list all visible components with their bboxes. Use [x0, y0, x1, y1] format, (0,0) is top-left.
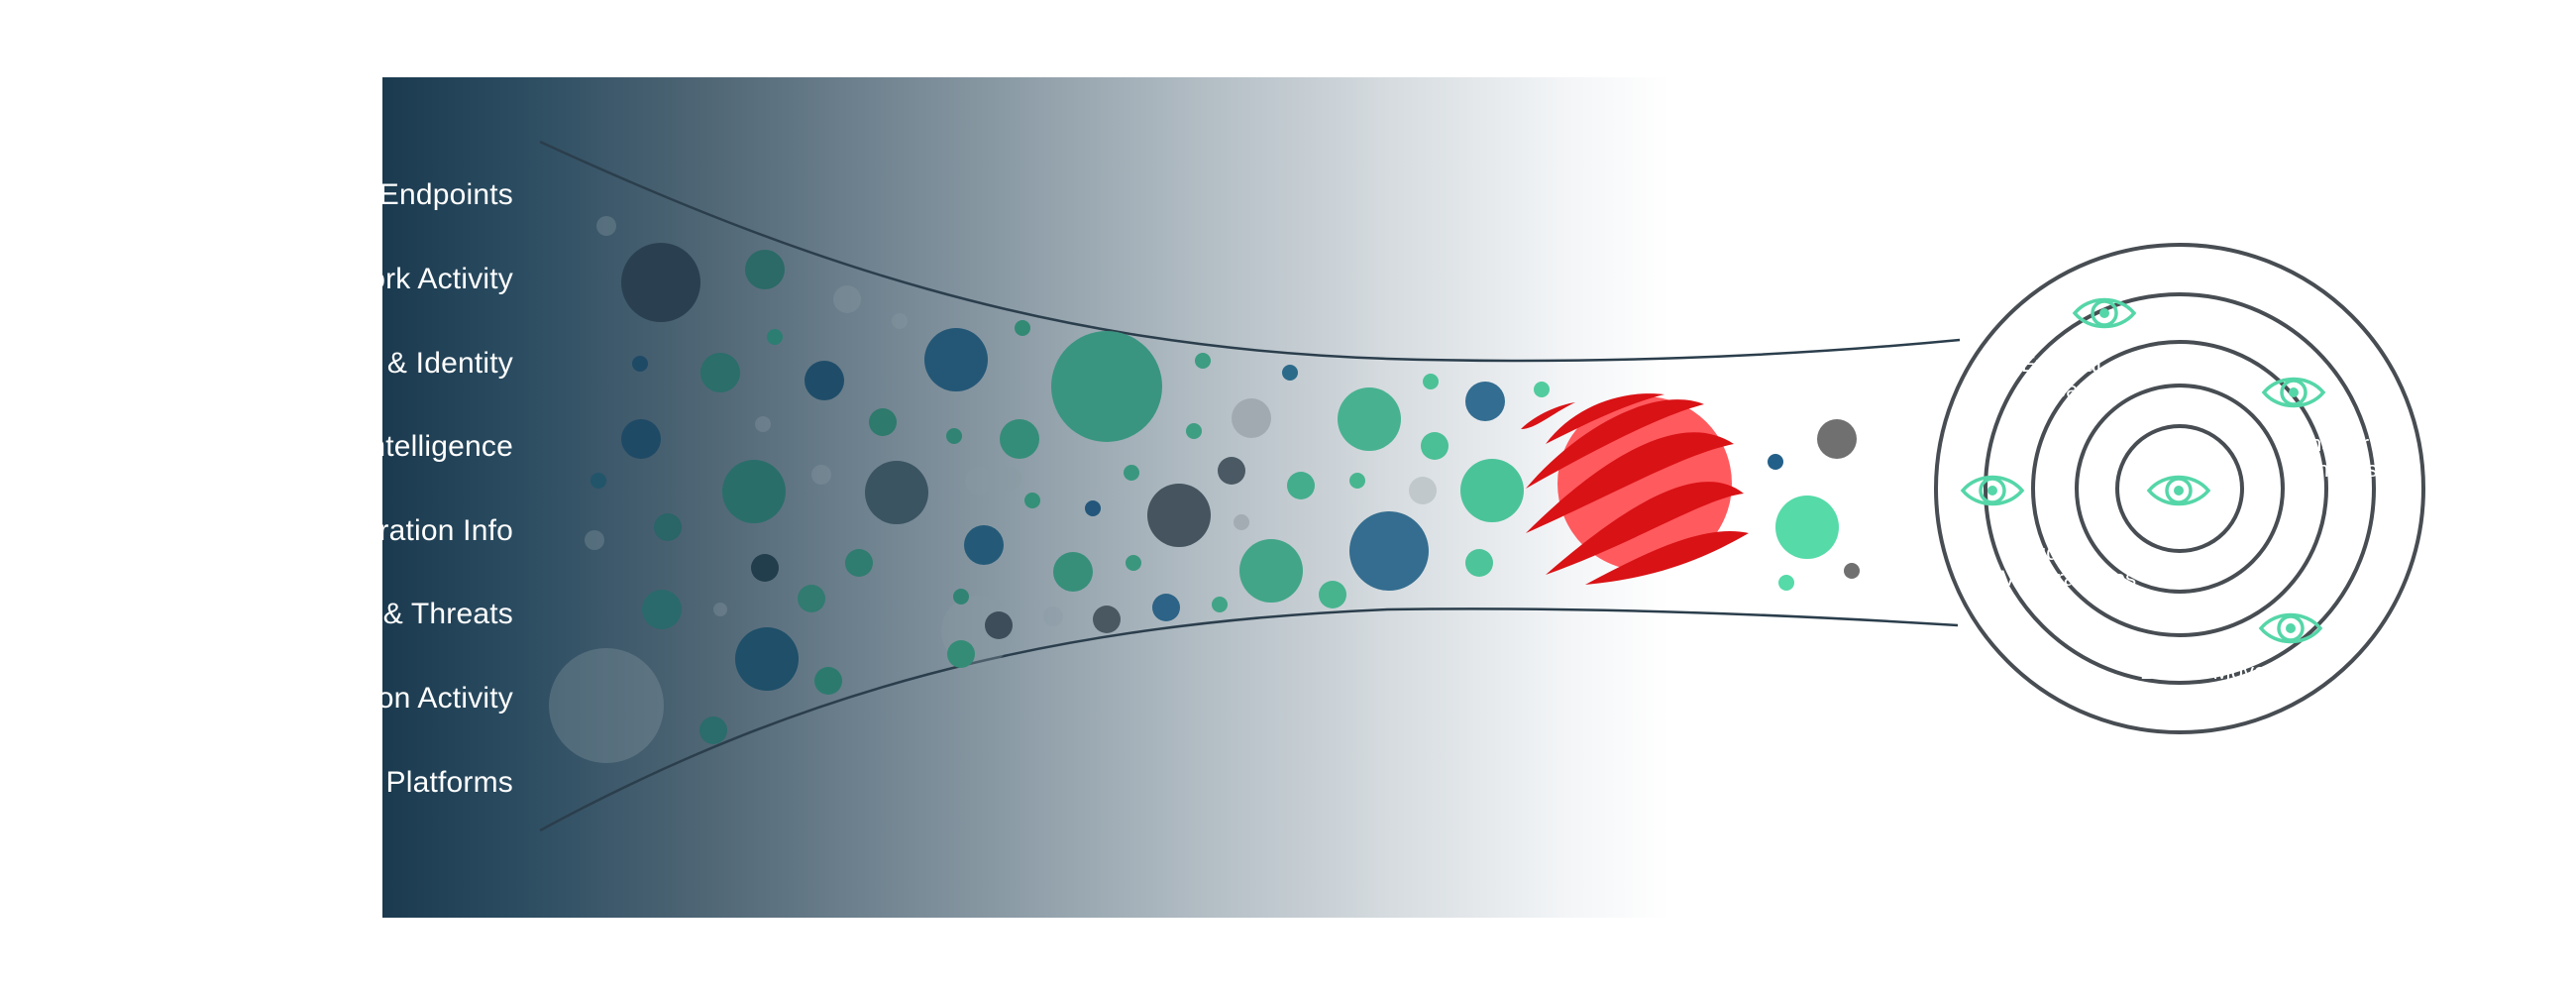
- funnel-top-line: [539, 140, 1961, 363]
- target-label-insider-threats: Insider Threats: [2304, 431, 2378, 482]
- target-label-external-threats: External Threats: [2021, 352, 2101, 402]
- eye-icon: [2146, 475, 2211, 506]
- source-label-threat-intelligence: Threat Intelligence: [265, 430, 513, 463]
- source-label-network-activity: Network Activity: [300, 263, 513, 295]
- source-label-configuration-info: Configuration Info: [274, 514, 513, 547]
- eye-icon: [2261, 377, 2326, 408]
- eye-icon: [2258, 612, 2323, 644]
- target-label-lateral-movement: Lateral Movement: [2140, 659, 2315, 684]
- post-bubble: [1817, 419, 1857, 459]
- post-bubble: [1775, 496, 1839, 559]
- source-label-application-activity: Application Activity: [263, 682, 513, 715]
- data-source-labels: Endpoints Network Activity Users & Ident…: [0, 0, 513, 991]
- data-bubbles: [590, 243, 1550, 744]
- source-label-users-identity: Users & Identity: [300, 347, 513, 380]
- post-bubble: [1778, 575, 1794, 591]
- eye-icon: [2072, 297, 2137, 329]
- source-label-endpoints: Endpoints: [378, 178, 513, 211]
- eye-icons: [1960, 297, 2326, 644]
- post-bubble: [1768, 454, 1783, 470]
- source-label-vulnerabilities-threats: Vulnerabilities & Threats: [187, 598, 513, 630]
- target-label-cloud-vulnerabilities: Cloud Vulnerabilities: [2001, 540, 2137, 591]
- threat-sphere-logo: [1521, 393, 1749, 585]
- funnel-bottom-line: [539, 607, 1959, 832]
- eye-icon: [1960, 475, 2025, 506]
- target-rings: [1934, 243, 2425, 734]
- source-label-cloud-platforms: Cloud Platforms: [298, 766, 513, 799]
- post-bubble: [1844, 563, 1860, 579]
